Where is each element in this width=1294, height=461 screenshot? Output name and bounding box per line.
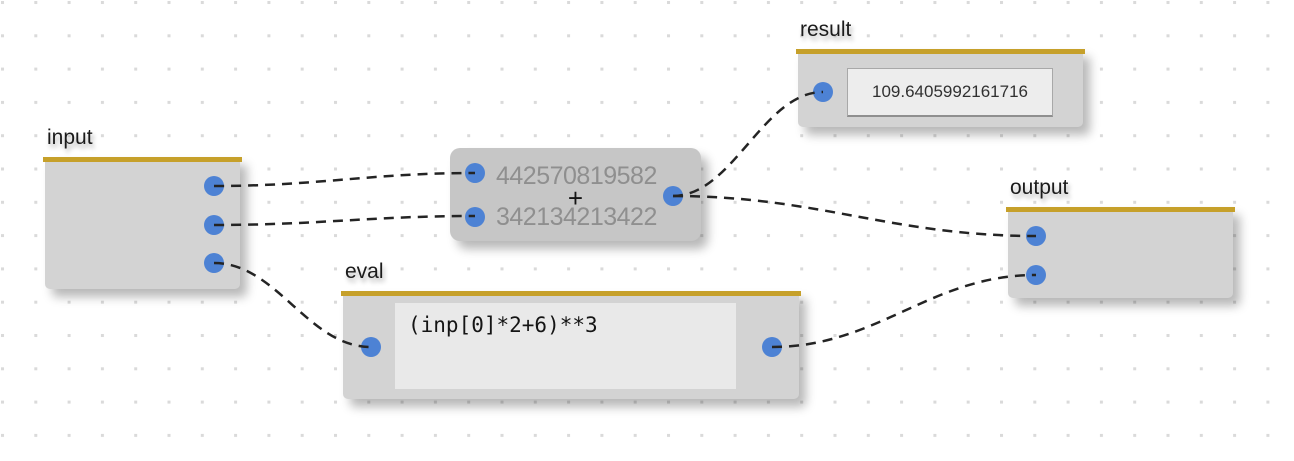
node-eval-title: eval	[345, 259, 384, 283]
add-operand-bottom: 342134213422	[496, 203, 657, 231]
node-output-header-bar	[1006, 207, 1235, 212]
eval-expression-field[interactable]: (inp[0]*2+6)**3	[395, 303, 736, 389]
add-operand-top: 442570819582	[496, 162, 657, 190]
node-add[interactable]: 442570819582 + 342134213422	[450, 148, 701, 241]
add-input-port-1[interactable]	[465, 163, 485, 183]
input-output-port-3[interactable]	[204, 253, 224, 273]
input-output-port-1[interactable]	[204, 176, 224, 196]
node-result-header-bar	[796, 49, 1085, 54]
result-value-field[interactable]	[847, 68, 1053, 117]
node-eval[interactable]: eval (inp[0]*2+6)**3	[341, 260, 801, 399]
add-output-port[interactable]	[663, 186, 683, 206]
eval-output-port[interactable]	[762, 337, 782, 357]
output-input-port-1[interactable]	[1026, 226, 1046, 246]
output-input-port-2[interactable]	[1026, 265, 1046, 285]
plus-operator-icon: +	[567, 183, 584, 213]
result-input-port[interactable]	[813, 82, 833, 102]
node-input-header-bar	[43, 157, 242, 162]
input-output-port-2[interactable]	[204, 215, 224, 235]
eval-input-port[interactable]	[361, 337, 381, 357]
node-eval-header-bar	[341, 291, 801, 296]
node-output-title: output	[1010, 175, 1069, 199]
node-input-title: input	[47, 125, 93, 149]
node-output[interactable]: output	[1006, 176, 1235, 298]
node-result[interactable]: result	[796, 18, 1085, 127]
node-input[interactable]: input	[43, 126, 242, 289]
add-input-port-2[interactable]	[465, 207, 485, 227]
node-result-title: result	[800, 17, 852, 41]
